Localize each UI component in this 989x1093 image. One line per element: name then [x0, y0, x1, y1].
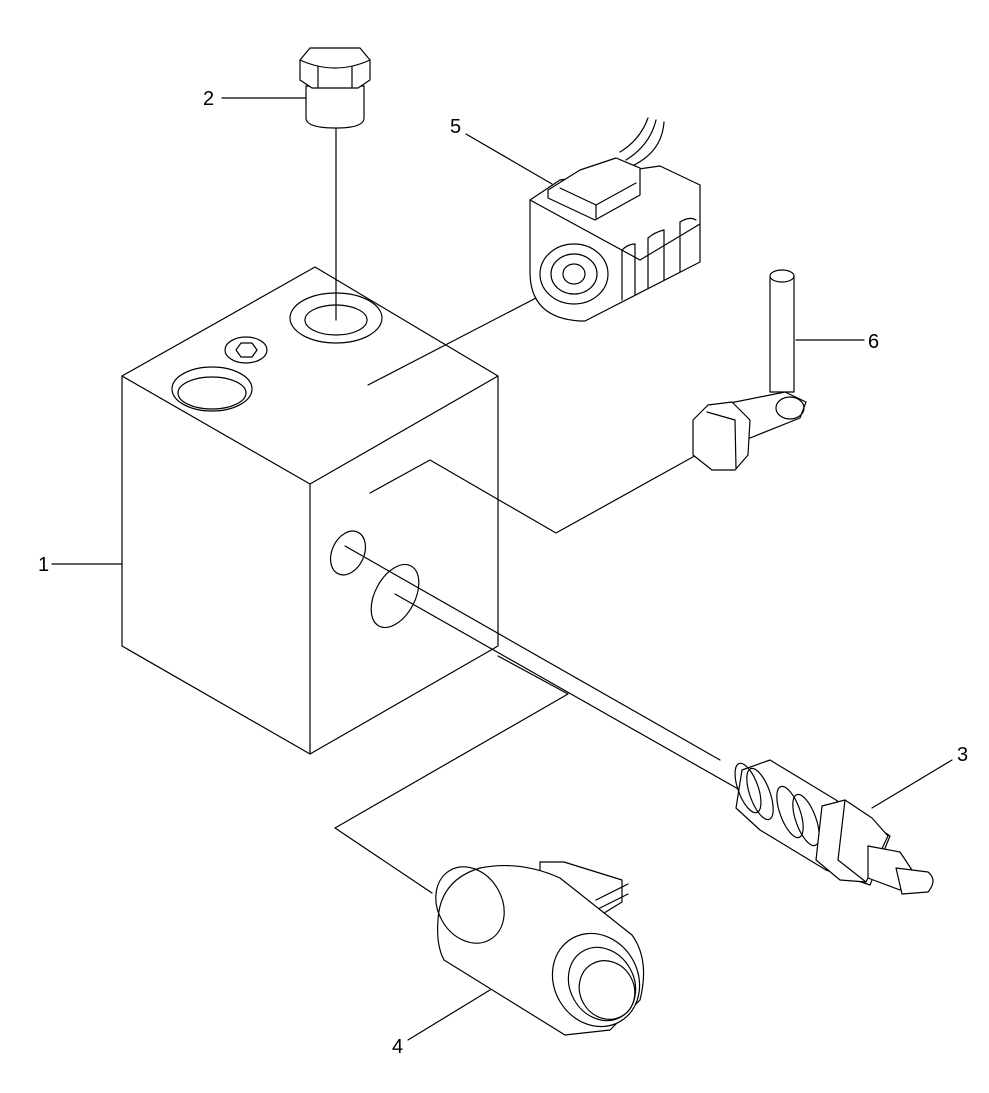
- part-1-valve-block: [121, 266, 499, 755]
- callout-4: 4: [392, 1036, 403, 1058]
- assembly-lines: [334, 127, 741, 894]
- part-3-cartridge-valve: [734, 759, 934, 895]
- callout-5: 5: [450, 116, 461, 138]
- callout-leaders: [51, 97, 953, 1041]
- callout-2: 2: [203, 88, 214, 110]
- part-6-elbow-fitting: [692, 269, 807, 471]
- part-2-hex-plug: [299, 47, 371, 129]
- part-5-solenoid-coil: [529, 117, 701, 322]
- callout-3: 3: [957, 744, 968, 766]
- callout-6: 6: [868, 331, 879, 353]
- part-4-solenoid-operator: [435, 861, 645, 1036]
- callout-1: 1: [38, 554, 49, 576]
